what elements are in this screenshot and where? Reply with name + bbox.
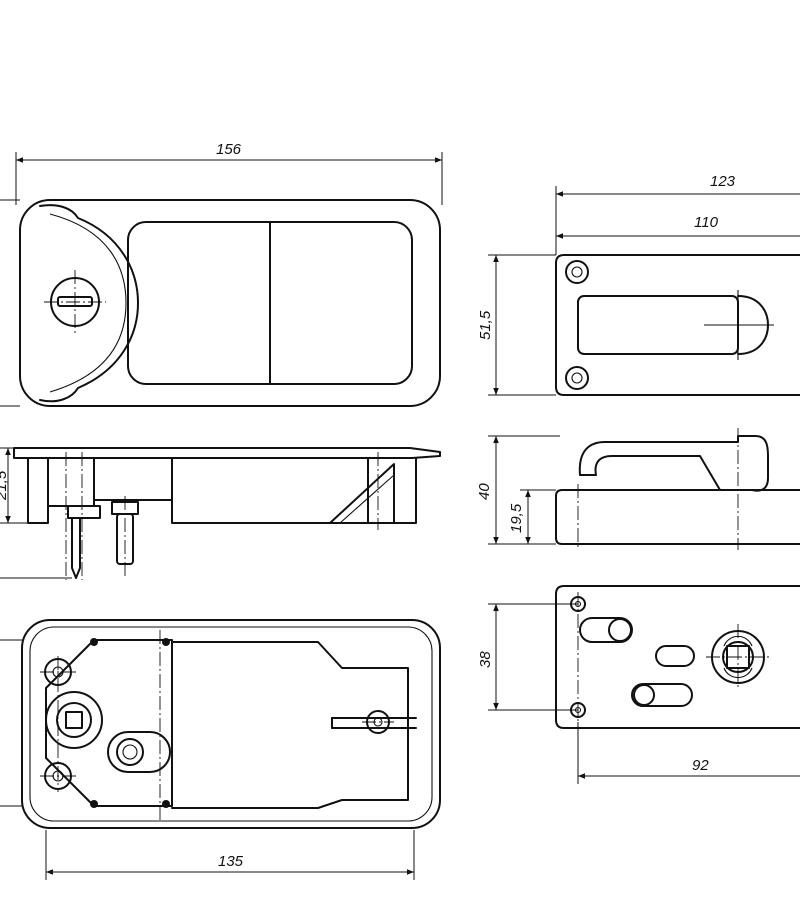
dimension-92: 92 bbox=[577, 722, 800, 784]
dimension-51-5: 51,5 bbox=[477, 254, 556, 396]
dimension-156-label: 156 bbox=[216, 141, 242, 158]
dimension-38: 38 bbox=[477, 603, 578, 711]
dimension-19-5: 19,5 bbox=[508, 489, 556, 544]
dimension-123: 123 bbox=[555, 173, 800, 255]
handle-front-view bbox=[555, 428, 800, 550]
dimension-92-label: 92 bbox=[692, 757, 709, 774]
screw-icon bbox=[565, 366, 589, 390]
dimension-156: 156 bbox=[15, 141, 443, 205]
slot-icon bbox=[631, 683, 693, 707]
handle-bottom-view bbox=[555, 585, 800, 729]
dimension-110: 110 bbox=[556, 214, 800, 239]
dimension-51-5-label: 51,5 bbox=[477, 310, 494, 340]
dimension-19-5-label: 19,5 bbox=[508, 503, 525, 533]
dimension-135-label: 135 bbox=[218, 853, 244, 870]
handle-top-view bbox=[555, 254, 800, 396]
dimension-110-label: 110 bbox=[694, 214, 719, 231]
dimension-135: 135 bbox=[45, 830, 415, 880]
lock-cylinder-icon bbox=[45, 691, 103, 749]
bottom-view bbox=[21, 619, 441, 829]
dimension-123-label: 123 bbox=[710, 173, 736, 190]
dimension-38-label: 38 bbox=[477, 651, 494, 668]
slot-icon bbox=[579, 617, 633, 643]
dimension-40: 40 bbox=[476, 435, 560, 545]
side-view bbox=[13, 447, 441, 580]
dimension-21-5-label: 21,5 bbox=[0, 470, 10, 501]
dimension-21-5: 21,5 bbox=[0, 447, 28, 524]
screw-icon bbox=[565, 260, 589, 284]
dimension-40-label: 40 bbox=[476, 483, 493, 500]
pin-icon bbox=[107, 731, 171, 773]
top-view bbox=[19, 199, 441, 407]
slot-icon bbox=[655, 645, 695, 667]
